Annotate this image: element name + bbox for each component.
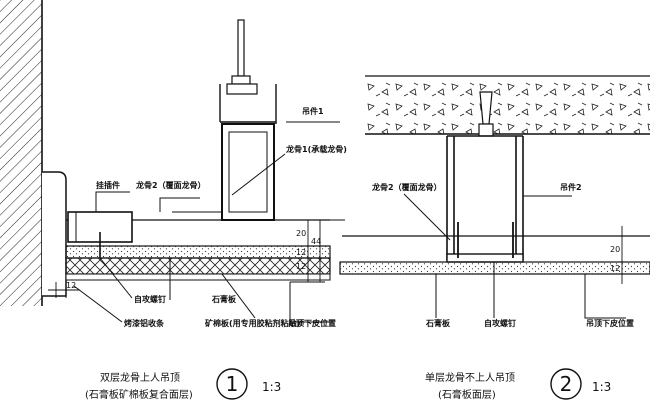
hanger-rod (237, 19, 245, 77)
label-cover-keel: 龙骨2（覆面龙骨） (371, 182, 442, 192)
caption-right-line2: (石膏板面层) (438, 388, 496, 401)
label-main-keel: 龙骨1(承载龙骨) (285, 144, 347, 154)
concrete-slab (365, 76, 650, 134)
label-ceiling-level: 吊顶下皮位置 (586, 318, 634, 328)
mineral-board (65, 257, 331, 275)
label-hanger-1: 吊件1 (302, 106, 324, 116)
detail-number-2: 2 (560, 372, 573, 396)
left-leaders (73, 121, 340, 323)
detail-number-circle-1 (216, 368, 248, 400)
caption-left-line1: 双层龙骨上人吊顶 (100, 371, 180, 384)
gypsum-board (339, 261, 650, 275)
caption-right: 单层龙骨不上人吊顶 (石膏板面层) 2 1:3 (425, 368, 611, 401)
label-screw: 自攻螺钉 (134, 294, 166, 304)
detail-number-circle-2 (550, 368, 582, 400)
dim-12: 12 (610, 264, 620, 273)
right-leaders (403, 193, 626, 319)
caption-left: 双层龙骨上人吊顶 (石膏板矿棉板复合面层) 1 1:3 (85, 368, 281, 401)
hanger-plate (226, 83, 258, 95)
screw-leader (99, 257, 133, 299)
label-connector: 挂插件 (96, 180, 120, 190)
label-mineral-board: 矿棉板(用专用胶粘剂粘贴) (205, 318, 300, 328)
dim-44: 44 (311, 237, 321, 246)
detail-number-1: 1 (226, 372, 239, 396)
label-ceiling-level: 吊顶下皮位置 (288, 318, 336, 328)
dim-12-b: 12 (296, 262, 306, 271)
label-gypsum: 石膏板 (211, 294, 237, 304)
dim-20: 20 (610, 245, 620, 254)
caption-left-line2: (石膏板矿棉板复合面层) (85, 388, 193, 401)
label-cover-keel: 龙骨2（覆面龙骨） (135, 180, 206, 190)
main-keel-inner (228, 131, 268, 213)
scale-right: 1:3 (592, 380, 611, 394)
edge-strip-profile (42, 171, 67, 297)
right-detail: 20 12 龙骨2（覆面龙骨） 吊件2 石膏板 自攻螺钉 吊顶下皮位置 (339, 75, 650, 328)
gypsum-board (65, 245, 331, 259)
mineral-board-lip (65, 273, 331, 281)
caption-right-line1: 单层龙骨不上人吊顶 (425, 371, 515, 384)
dim-12-c: 12 (66, 281, 76, 290)
label-hanger-2: 吊件2 (560, 182, 582, 192)
dim-20: 20 (296, 229, 306, 238)
hanger-nut (231, 75, 251, 85)
hanger-1-frame (219, 84, 277, 124)
left-detail: 20 44 12 12 12 吊件1 龙骨1(承载龙骨) 挂插件 龙骨2（覆面龙… (0, 0, 347, 328)
hanger-2 (446, 135, 524, 260)
scale-left: 1:3 (262, 380, 281, 394)
main-keel-leader (231, 153, 286, 196)
main-keel (221, 123, 275, 221)
label-screw: 自攻螺钉 (484, 318, 516, 328)
wall (0, 0, 42, 306)
dim-12-a: 12 (296, 248, 306, 257)
anchor-nut (478, 123, 494, 137)
label-edge-strip: 烤漆铝收条 (124, 318, 165, 328)
left-dimension-lines (48, 219, 345, 298)
label-gypsum: 石膏板 (425, 318, 451, 328)
right-dimension-lines (600, 226, 650, 284)
